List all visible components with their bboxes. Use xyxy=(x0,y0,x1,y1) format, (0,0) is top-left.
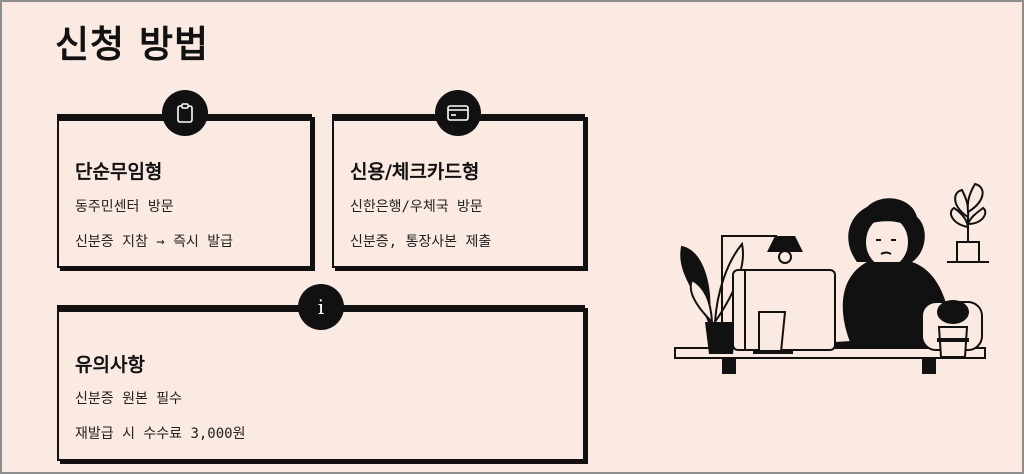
person-at-computer-illustration xyxy=(674,182,989,374)
card-line: 신분증 지참 → 즉시 발급 xyxy=(75,234,234,250)
card-line: 신한은행/우체국 방문 xyxy=(350,199,483,215)
card-title: 유의사항 xyxy=(75,354,145,376)
hanging-plant-icon xyxy=(947,182,989,263)
info-icon: i xyxy=(298,284,344,330)
page-title: 신청 방법 xyxy=(55,23,210,66)
card-title: 신용/체크카드형 xyxy=(350,161,480,183)
card-credit-check-type: 신용/체크카드형 신한은행/우체국 방문 신분증, 통장사본 제출 xyxy=(332,114,585,268)
small-plant-icon xyxy=(937,300,969,358)
card-line: 동주민센터 방문 xyxy=(75,199,174,215)
card-notice: 유의사항 신분증 원본 필수 재발급 시 수수료 3,000원 xyxy=(57,305,585,461)
card-title: 단순무임형 xyxy=(75,161,163,183)
clipboard-icon xyxy=(162,90,208,136)
info-icon-glyph: i xyxy=(317,295,325,319)
credit-card-icon xyxy=(435,90,481,136)
card-line: 재발급 시 수수료 3,000원 xyxy=(75,426,246,442)
card-free-type: 단순무임형 동주민센터 방문 신분증 지참 → 즉시 발급 xyxy=(57,114,312,268)
card-line: 신분증, 통장사본 제출 xyxy=(350,234,492,250)
card-line: 신분증 원본 필수 xyxy=(75,391,183,407)
monitor-icon xyxy=(732,269,836,354)
desk-lamp-icon xyxy=(721,235,803,348)
